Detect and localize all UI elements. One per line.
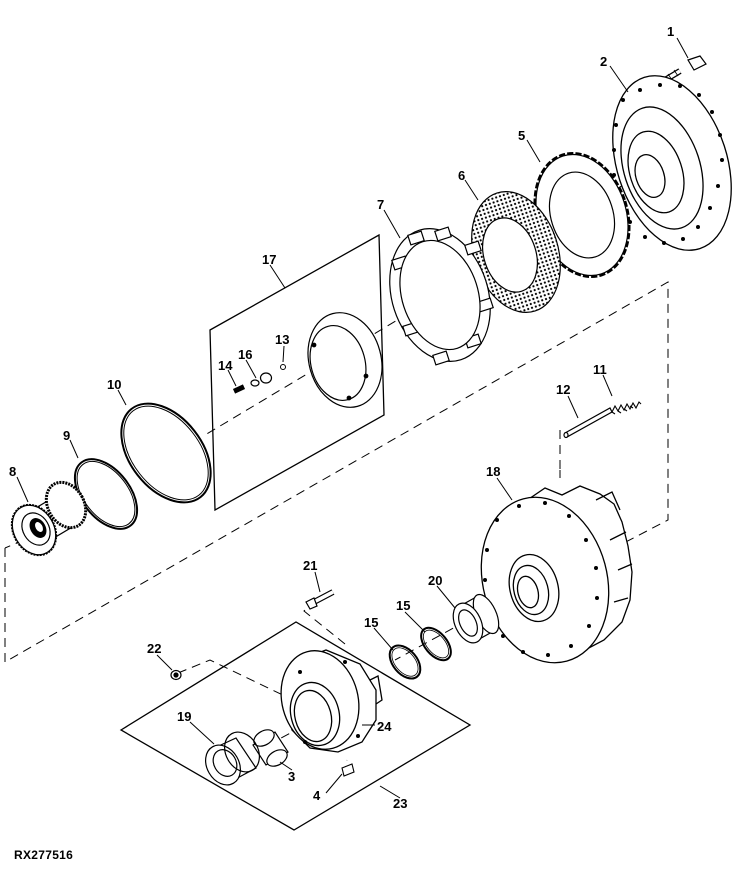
callout-7: 7: [377, 197, 384, 212]
callout-4: 4: [313, 788, 321, 803]
part-5-separator-disc: [533, 151, 631, 279]
part-20-bearing: [452, 593, 500, 644]
callout-14: 14: [218, 358, 233, 373]
callout-5: 5: [518, 128, 525, 143]
callout-10: 10: [107, 377, 121, 392]
callout-8: 8: [9, 464, 16, 479]
part-19-bearing-cup: [205, 731, 260, 786]
part-7-lugged-plate: [389, 226, 494, 366]
kit-23-frame: [119, 621, 472, 831]
callout-15a: 15: [396, 598, 410, 613]
part-3-bushing: [252, 729, 289, 767]
part-15-seal-ring-b: [388, 644, 422, 680]
part-22-nut: [170, 669, 182, 681]
part-17-piston: [307, 312, 383, 408]
callout-20: 20: [428, 573, 442, 588]
part-12-pin: [563, 407, 613, 439]
callout-21: 21: [303, 558, 317, 573]
part-14-dowel-pin: [232, 384, 246, 394]
part-13-ball: [280, 364, 286, 370]
leader-lines: [16, 37, 689, 799]
callout-24: 24: [377, 719, 392, 734]
callout-3: 3: [288, 769, 295, 784]
callout-11: 11: [593, 362, 607, 377]
callout-labels: 1 2 3 4 5 6 7 8 9 10 11 12 13 14 15 15 1…: [9, 24, 674, 811]
part-2-drive-plate: [612, 75, 732, 251]
part-24-housing: [280, 649, 383, 753]
part-4-plug: [341, 763, 355, 777]
document-id: RX277516: [14, 848, 74, 862]
part-15-seal-ring-a: [420, 626, 452, 662]
part-21-cap-screw: [305, 589, 335, 610]
callout-13: 13: [275, 332, 289, 347]
callout-17: 17: [262, 252, 276, 267]
part-16-o-ring: [250, 372, 273, 387]
callout-9: 9: [63, 428, 70, 443]
callout-16: 16: [238, 347, 252, 362]
part-8-splined-hub: [10, 480, 88, 557]
part-18-clutch-drum: [480, 485, 633, 664]
callout-2: 2: [600, 54, 607, 69]
callout-1: 1: [667, 24, 674, 39]
part-11-spring: [611, 401, 642, 415]
kit-17-frame: [209, 233, 385, 512]
callout-19: 19: [177, 709, 191, 724]
callout-22: 22: [147, 641, 161, 656]
part-6-friction-disc: [471, 191, 561, 313]
callout-18: 18: [486, 464, 500, 479]
callout-23: 23: [393, 796, 407, 811]
part-10-seal-ring: [120, 402, 212, 504]
callout-6: 6: [458, 168, 465, 183]
callout-12: 12: [556, 382, 570, 397]
callout-15b: 15: [364, 615, 378, 630]
